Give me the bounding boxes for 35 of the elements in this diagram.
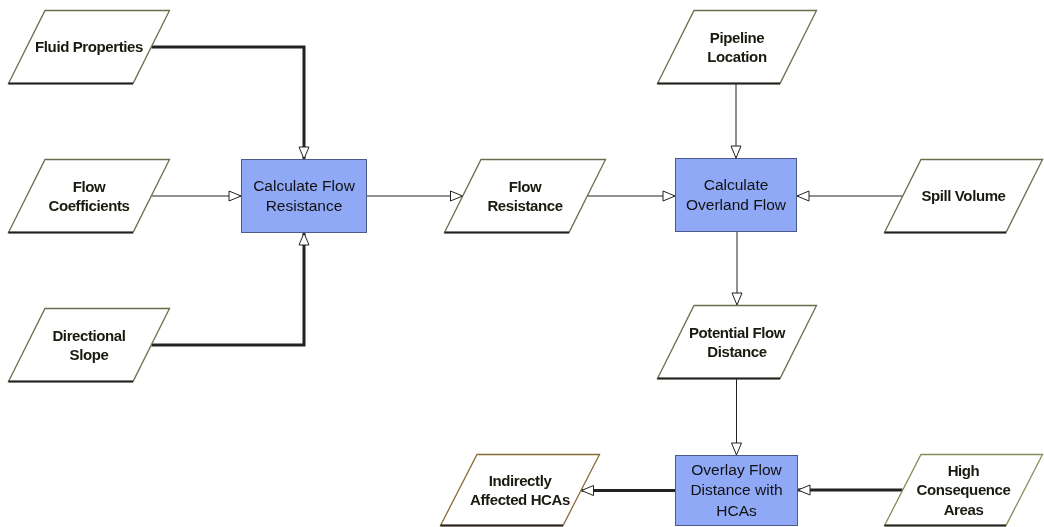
node-label: Spill Volume: [921, 186, 1006, 206]
node-label: Directional Slope: [51, 325, 127, 365]
arrow: [797, 484, 903, 496]
data-parallelogram: [8, 308, 170, 382]
process-box: [241, 159, 367, 233]
node-label: High Consequence Areas: [915, 460, 1012, 520]
data-parallelogram: [884, 159, 1043, 233]
node-label: Flow Resistance: [486, 176, 564, 216]
arrow: [151, 232, 310, 347]
data-parallelogram: [8, 10, 170, 84]
arrow: [587, 190, 676, 202]
arrow: [731, 231, 743, 306]
process-box: [675, 455, 798, 526]
node-label: Flow Coefficients: [47, 176, 131, 216]
node-label: Fluid Properties: [35, 37, 143, 57]
arrow: [796, 190, 903, 202]
arrow: [151, 45, 310, 160]
node-label: Calculate Overland Flow: [685, 174, 787, 215]
data-parallelogram: [657, 305, 817, 379]
data-parallelogram: [884, 454, 1043, 526]
arrow: [730, 83, 742, 159]
data-parallelogram: [657, 10, 817, 84]
data-parallelogram: [440, 454, 600, 526]
arrow: [366, 190, 463, 202]
node-label: Overlay Flow Distance with HCAs: [689, 460, 784, 521]
process-box: [675, 158, 797, 232]
arrow: [581, 485, 675, 496]
arrow: [151, 190, 242, 202]
node-label: Calculate Flow Resistance: [252, 175, 356, 216]
data-parallelogram: [444, 159, 606, 233]
arrow: [731, 378, 742, 456]
node-label: Potential Flow Distance: [687, 322, 787, 362]
data-parallelogram: [8, 159, 170, 233]
node-label: Pipeline Location: [706, 27, 768, 67]
node-label: Indirectly Affected HCAs: [469, 470, 571, 510]
